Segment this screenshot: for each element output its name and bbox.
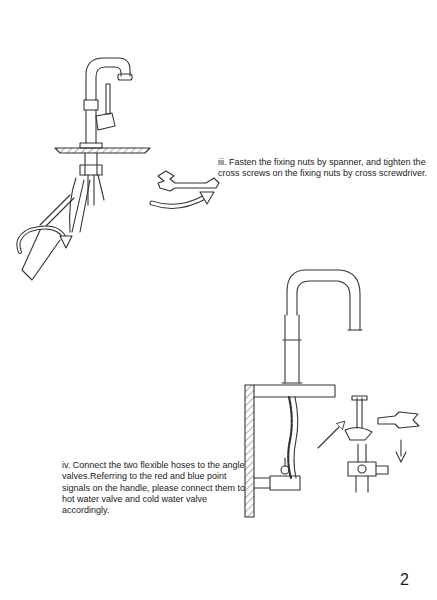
faucet-installed-view: [245, 270, 419, 517]
faucet-top-view: [18, 58, 219, 280]
instruction-text: iii. Fasten the fixing nuts by spanner, …: [218, 157, 428, 180]
page-number: 2: [400, 570, 430, 590]
instruction-text: iv. Connect the two flexible hoses to th…: [62, 460, 247, 516]
